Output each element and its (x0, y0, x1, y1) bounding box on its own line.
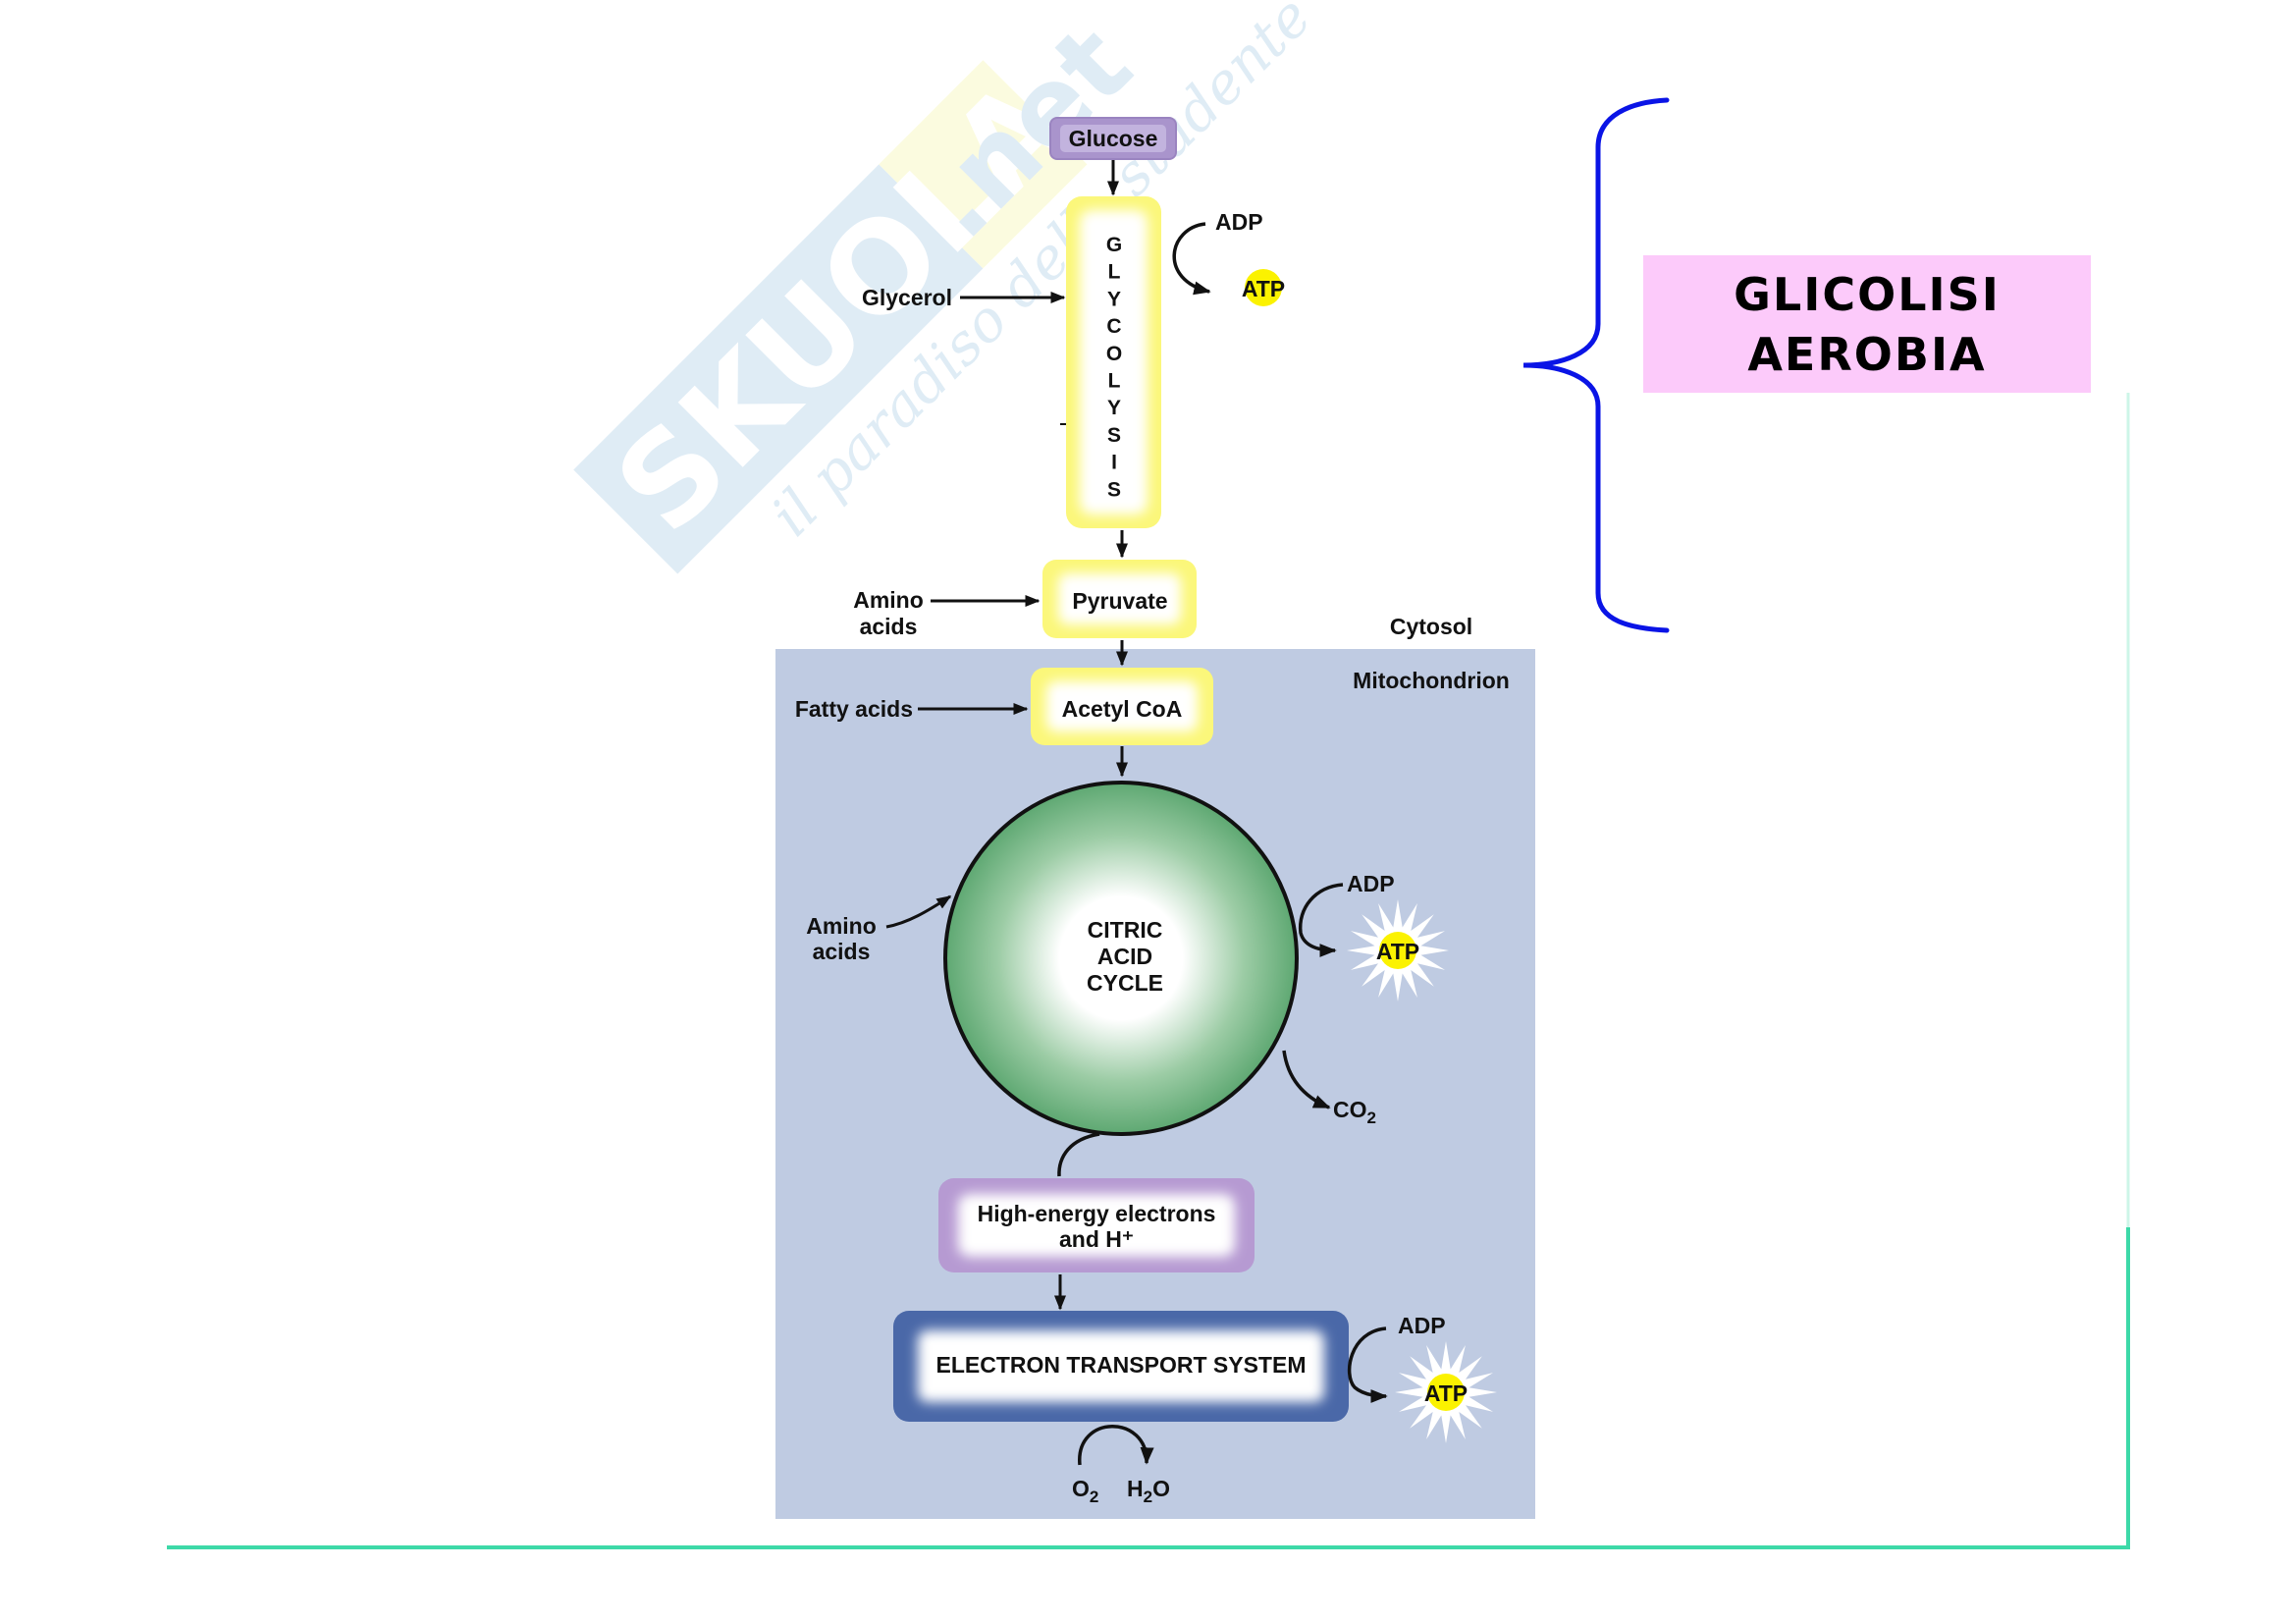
title-box: GLICOLISI AEROBIA (1643, 255, 2091, 393)
glycolysis-letter: L (1108, 261, 1121, 284)
title-line1: GLICOLISI (1734, 268, 2001, 321)
electrons-label-line2: and H⁺ (1059, 1226, 1134, 1252)
curly-brace (1522, 97, 1670, 633)
cytosol-label: Cytosol (1390, 614, 1472, 639)
mitochondrion-label: Mitochondrion (1353, 668, 1510, 693)
amino-acids-top-line2: acids (860, 614, 918, 639)
glucose-label: Glucose (1069, 126, 1158, 151)
co2-arrow (1282, 1050, 1331, 1109)
glycolysis-atp-arrow (1172, 222, 1211, 296)
glycolysis-letter: S (1107, 424, 1121, 447)
cycle-atp-badge (1379, 932, 1416, 969)
high-energy-electrons-node: High-energy electrons and H⁺ (938, 1178, 1255, 1272)
glycolysis-letter: I (1111, 452, 1117, 474)
glycolysis-letter: C (1106, 315, 1121, 338)
ets-label: ELECTRON TRANSPORT SYSTEM (936, 1352, 1307, 1378)
o2-to-h2o-arrow (1078, 1425, 1154, 1466)
arrow-cycle-to-electrons (1057, 1132, 1100, 1177)
watermark-yellow-band (879, 60, 1088, 269)
ets-atp-arrow (1347, 1326, 1388, 1403)
glycolysis-letter: S (1107, 478, 1121, 501)
watermark-blue-band (573, 164, 984, 574)
pyruvate-node: Pyruvate (1042, 560, 1197, 638)
ets-adp-label: ADP (1398, 1313, 1446, 1338)
glycolysis-letter: Y (1107, 288, 1121, 310)
electrons-label-line1: High-energy electrons (978, 1201, 1216, 1226)
pyruvate-label: Pyruvate (1072, 588, 1167, 614)
co2-label: CO2 (1333, 1097, 1376, 1127)
cycle-atp-label: ATP (1376, 939, 1419, 964)
glycolysis-letter: L (1108, 370, 1121, 393)
glucose-node: Glucose (1049, 117, 1177, 160)
cycle-label-line3: CYCLE (1087, 970, 1163, 996)
amino-acids-cycle-line1: Amino (806, 913, 877, 939)
glycolysis-atp-badge (1245, 269, 1282, 306)
cycle-adp-label: ADP (1347, 871, 1395, 896)
glycolysis-letter: O (1106, 343, 1122, 365)
watermark: SKUOLA .net il paradiso dello studente (573, 0, 1324, 574)
acetyl-coa-label: Acetyl CoA (1062, 696, 1183, 722)
title-line2: AEROBIA (1747, 328, 1986, 381)
title-box-background (1643, 255, 2091, 393)
glycolysis-letter: G (1106, 234, 1122, 256)
electron-transport-system-node: ELECTRON TRANSPORT SYSTEM (893, 1311, 1349, 1422)
cycle-atp-arrow (1298, 883, 1344, 957)
amino-acids-top-line1: Amino (853, 587, 924, 613)
h2o-label: H2O (1127, 1476, 1170, 1506)
o2-label: O2 (1072, 1476, 1098, 1506)
cycle-label-line1: CITRIC (1088, 917, 1163, 943)
acetyl-coa-node: Acetyl CoA (1031, 668, 1213, 745)
glycerol-label: Glycerol (862, 285, 952, 310)
fatty-acids-label: Fatty acids (795, 696, 913, 722)
arrow-amino-to-cycle (885, 894, 952, 929)
glycolysis-letter: Y (1107, 397, 1121, 419)
ets-atp-label: ATP (1424, 1380, 1468, 1406)
cycle-label-line2: ACID (1097, 944, 1152, 969)
citric-acid-cycle: CITRIC ACID CYCLE (943, 781, 1299, 1136)
glycolysis-adp-label: ADP (1215, 209, 1263, 235)
ets-atp-badge (1427, 1374, 1465, 1411)
amino-acids-cycle-line2: acids (813, 939, 871, 964)
glycolysis-atp-label: ATP (1242, 276, 1285, 301)
